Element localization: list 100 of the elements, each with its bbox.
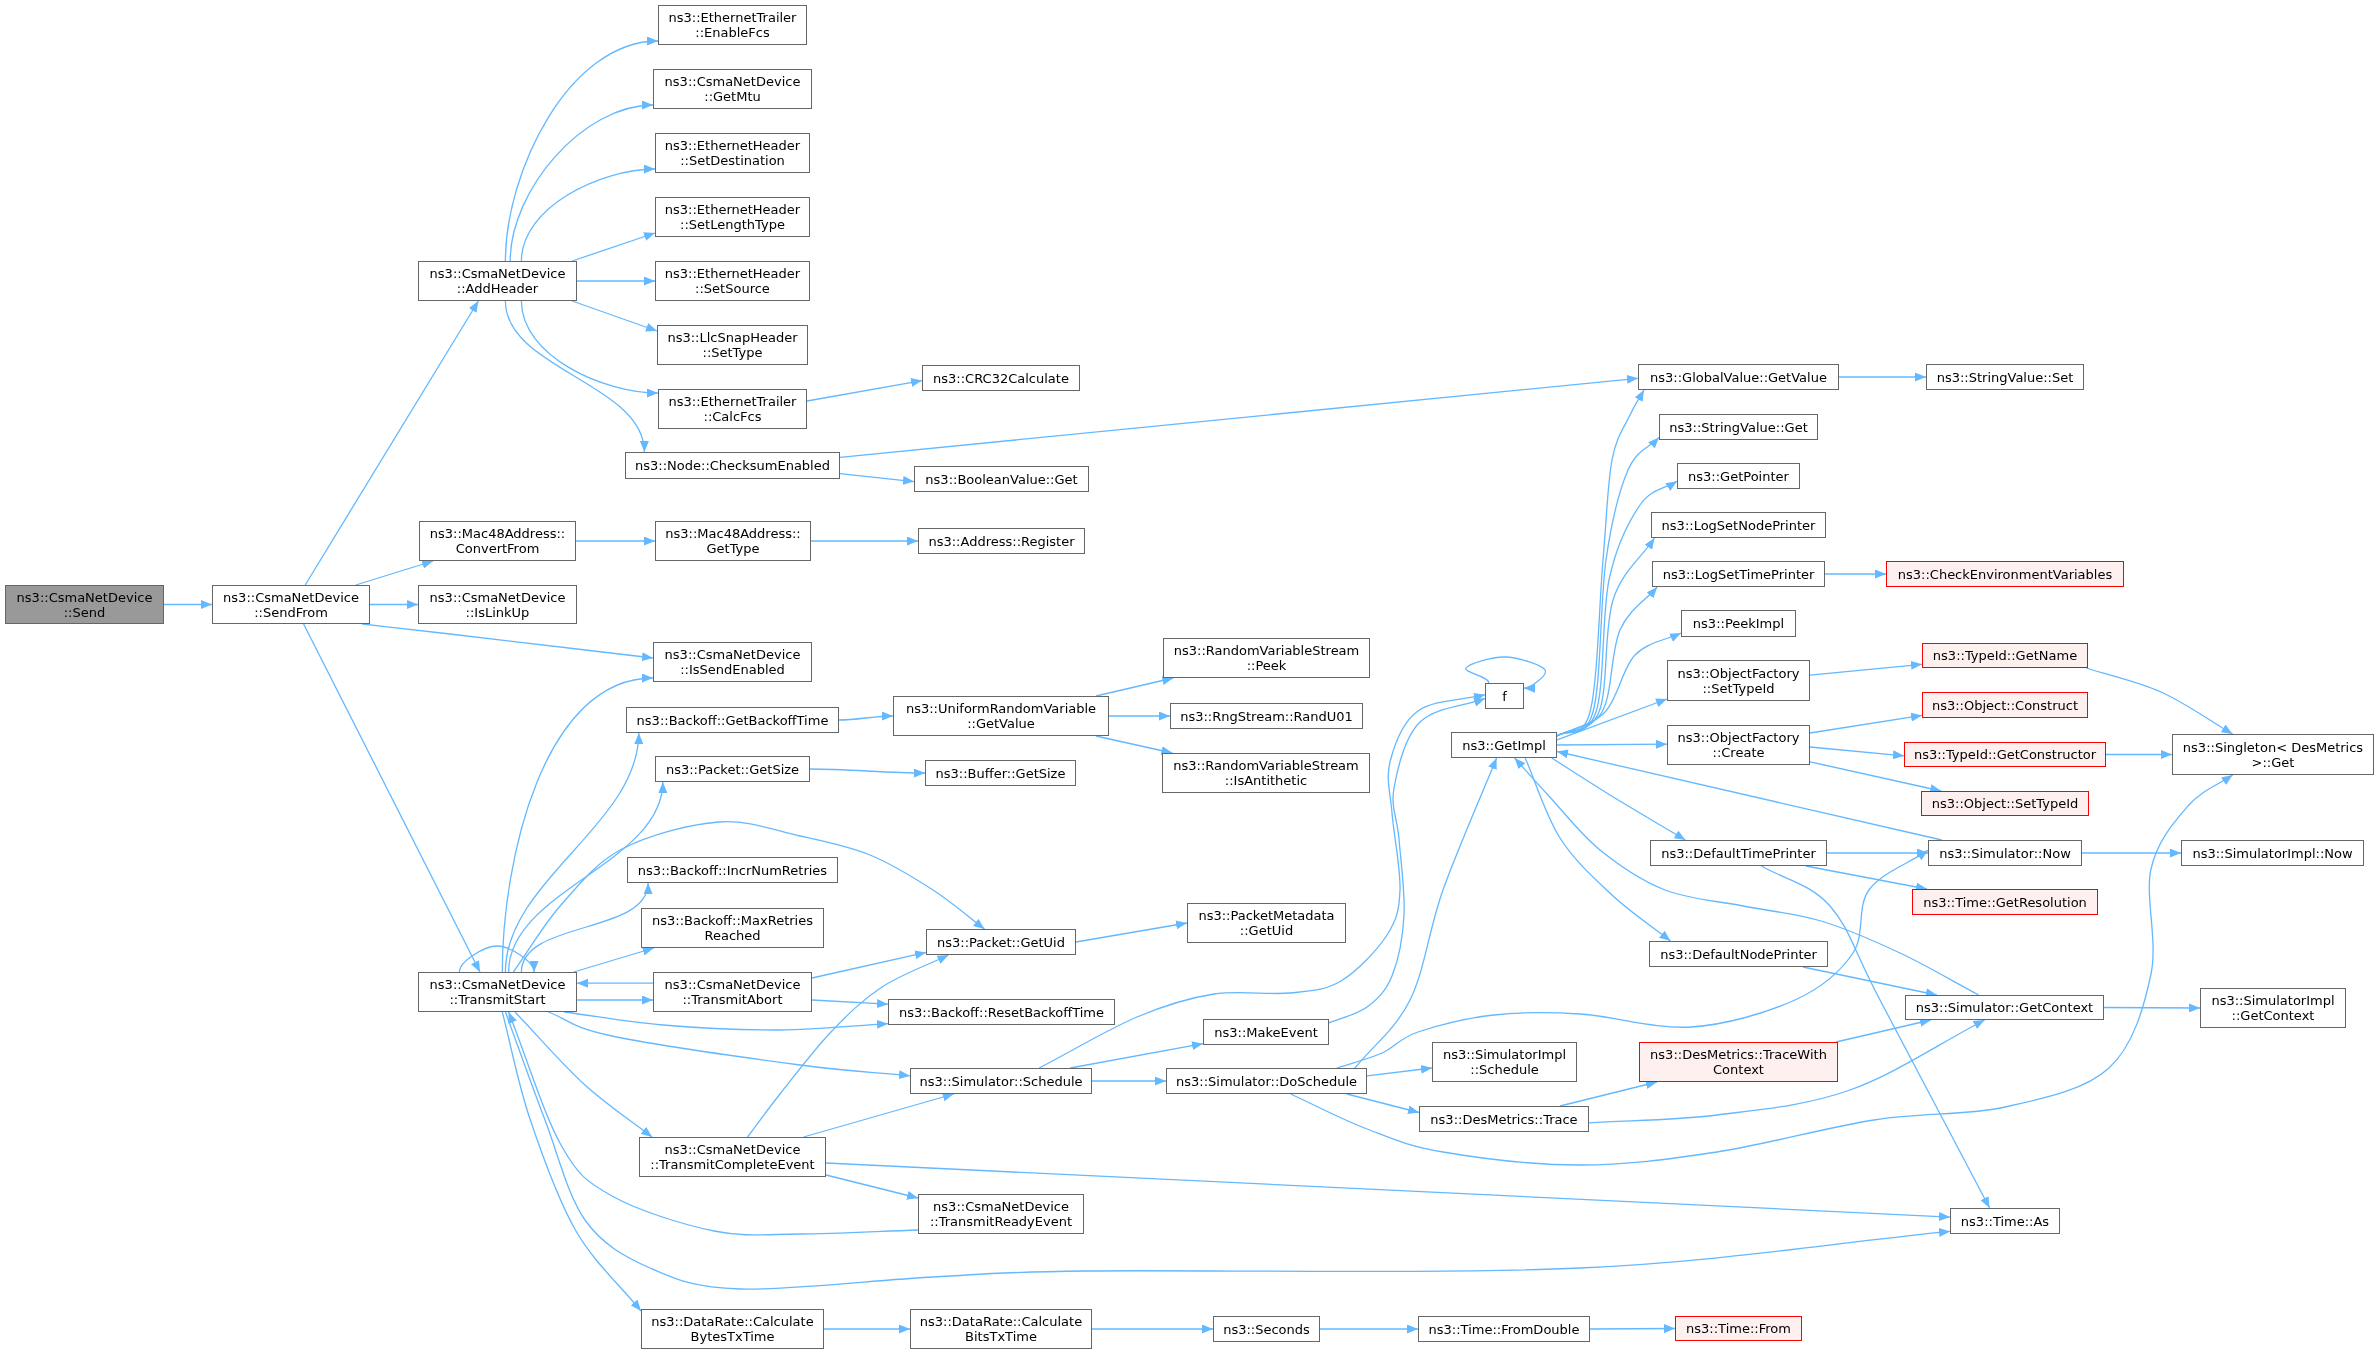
function-box xyxy=(658,389,807,429)
call-arrow xyxy=(1075,920,1188,943)
function-box xyxy=(1485,683,1524,709)
call-arrow xyxy=(838,711,894,721)
function-box xyxy=(1639,1042,1838,1082)
function-box xyxy=(1652,561,1825,587)
function-name: f xyxy=(1502,688,1507,704)
call-arrow xyxy=(2081,848,2182,858)
call-arrow xyxy=(2105,750,2173,759)
call-arrow xyxy=(1556,749,1943,841)
function-box xyxy=(1432,1042,1577,1082)
call-arrow xyxy=(509,101,654,262)
call-arrow xyxy=(1809,761,1942,793)
function-box xyxy=(655,521,811,561)
call-arrow xyxy=(1289,774,2234,1166)
function-box xyxy=(1649,941,1828,967)
function-name: ns3::EthernetHeader ::SetLengthType xyxy=(663,202,802,232)
call-arrow xyxy=(547,1011,911,1080)
call-arrow xyxy=(458,945,537,973)
function-box xyxy=(888,999,1115,1025)
function-box xyxy=(1638,364,1839,390)
function-name: ns3::EthernetTrailer ::EnableFcs xyxy=(667,10,798,40)
function-box xyxy=(641,908,824,948)
function-box xyxy=(653,642,812,682)
function-box xyxy=(1667,660,1810,701)
call-arrow xyxy=(512,821,986,973)
call-arrow xyxy=(571,300,658,332)
function-box xyxy=(627,857,838,883)
function-name: ns3::CsmaNetDevice ::TransmitAbort xyxy=(663,977,802,1007)
function-box xyxy=(1651,512,1826,538)
function-name: ns3::CheckEnvironmentVariables xyxy=(1897,566,2113,582)
function-box xyxy=(1170,703,1363,729)
call-arrow xyxy=(2103,1003,2201,1013)
call-arrow xyxy=(823,1324,911,1334)
call-arrow xyxy=(575,536,656,546)
function-name: ns3::ObjectFactory ::Create xyxy=(1676,730,1801,760)
call-arrow xyxy=(1069,1041,1204,1069)
function-box xyxy=(5,585,164,624)
function-name: ns3::CsmaNetDevice ::TransmitCompleteEvent xyxy=(649,1142,816,1172)
function-name: ns3::TypeId::GetConstructor xyxy=(1913,747,2097,762)
function-name: ns3::Backoff::MaxRetries Reached xyxy=(651,913,814,943)
function-box xyxy=(2172,734,2374,775)
function-name: ns3::RandomVariableStream ::Peek xyxy=(1172,643,1361,673)
call-arrow xyxy=(520,165,656,262)
call-arrow xyxy=(507,1011,919,1236)
function-box xyxy=(1213,1316,1320,1342)
function-box xyxy=(655,197,810,237)
call-arrow xyxy=(1465,656,1547,692)
call-arrow xyxy=(369,600,419,609)
function-name: ns3::Address::Register xyxy=(928,533,1075,549)
call-arrow xyxy=(1556,698,1668,741)
call-arrow xyxy=(573,946,655,973)
function-box xyxy=(918,1194,1084,1234)
call-arrow xyxy=(302,623,481,973)
call-arrow xyxy=(1366,1064,1433,1077)
function-name: ns3::EthernetHeader ::SetDestination xyxy=(663,138,802,168)
function-name: ns3::DesMetrics::TraceWith Context xyxy=(1649,1047,1828,1077)
function-name: ns3::BooleanValue::Get xyxy=(925,471,1078,487)
function-name: ns3::Time::As xyxy=(1960,1213,2050,1229)
function-box xyxy=(1928,840,2082,866)
call-arrow xyxy=(811,950,927,979)
call-arrow xyxy=(1760,865,1991,1209)
call-arrow xyxy=(746,954,950,1138)
call-arrow xyxy=(520,300,659,397)
call-arrow xyxy=(507,781,666,973)
function-box xyxy=(655,133,810,173)
function-box xyxy=(926,929,1076,955)
function-name: ns3::LogSetNodePrinter xyxy=(1661,517,1816,533)
function-name: ns3::RngStream::RandU01 xyxy=(1180,708,1353,724)
function-name: ns3::CsmaNetDevice ::IsSendEnabled xyxy=(663,647,802,677)
call-arrow xyxy=(825,1174,919,1200)
function-box xyxy=(641,1309,824,1349)
call-arrow xyxy=(1551,757,1687,841)
function-box xyxy=(1163,638,1370,678)
call-arrow xyxy=(1346,1093,1420,1115)
function-name: ns3::Buffer::GetSize xyxy=(935,765,1066,781)
call-arrow xyxy=(504,732,642,973)
function-name: ns3::CsmaNetDevice ::TransmitStart xyxy=(428,977,567,1007)
call-arrow xyxy=(1091,1076,1167,1086)
function-name: ns3::TypeId::GetName xyxy=(1932,648,2078,663)
call-arrow xyxy=(1809,660,1923,676)
function-box xyxy=(1675,1316,1802,1341)
function-box xyxy=(1650,840,1827,866)
function-name: ns3::Mac48Address:: ConvertFrom xyxy=(428,526,567,556)
function-name: ns3::Simulator::GetContext xyxy=(1915,1000,2094,1015)
call-arrow xyxy=(839,472,915,485)
call-arrow xyxy=(810,536,919,546)
function-box xyxy=(626,707,839,733)
call-arrow xyxy=(1838,372,1927,382)
call-arrow xyxy=(576,978,654,988)
function-name: ns3::CsmaNetDevice ::AddHeader xyxy=(428,266,567,296)
call-arrow xyxy=(1826,848,1929,858)
call-arrow xyxy=(504,37,659,262)
function-box xyxy=(418,585,577,624)
function-name: ns3::Node::ChecksumEnabled xyxy=(635,458,830,473)
function-box xyxy=(653,972,812,1012)
function-name: ns3::Simulator::DoSchedule xyxy=(1176,1073,1357,1089)
function-name: ns3::StringValue::Get xyxy=(1669,419,1808,435)
function-name: ns3::Singleton< DesMetrics >::Get xyxy=(2181,739,2365,770)
function-name: ns3::Time::From xyxy=(1686,1321,1791,1336)
